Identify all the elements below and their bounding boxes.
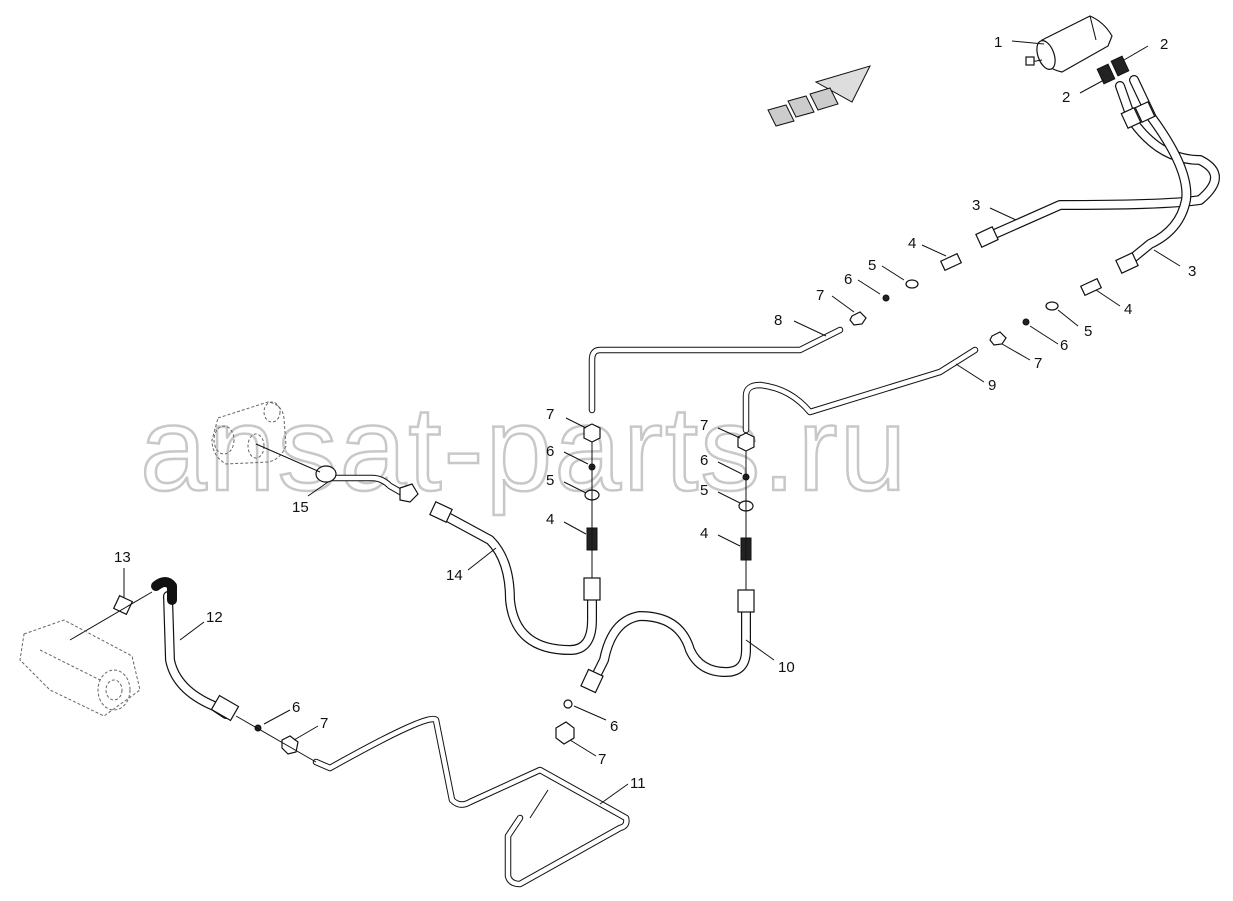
callout-5: 5 (1084, 323, 1092, 340)
actuator-part-1 (1025, 15, 1113, 73)
fitting-stack-center-right (737, 432, 755, 590)
callout-7: 7 (598, 751, 606, 768)
tube-part-8 (588, 326, 844, 414)
callout-7: 7 (320, 715, 328, 732)
callout-labels: 1 2 2 3 3 4 4 4 4 5 5 5 5 6 6 6 6 6 6 7 … (114, 34, 1196, 792)
callout-14: 14 (446, 567, 463, 584)
callout-7: 7 (546, 406, 554, 423)
fitting-stack-lower-center (555, 699, 575, 745)
callout-6: 6 (700, 452, 708, 469)
callout-9: 9 (988, 377, 996, 394)
callout-6: 6 (610, 718, 618, 735)
fitting-part-13 (69, 591, 153, 641)
pump-phantom (19, 619, 141, 717)
callout-3: 3 (972, 197, 980, 214)
callout-3: 3 (1188, 263, 1196, 280)
callout-10: 10 (778, 659, 795, 676)
callout-5: 5 (868, 257, 876, 274)
tube-part-15 (315, 465, 419, 503)
adapter-fitting-part-2 (1096, 55, 1130, 85)
callout-6: 6 (292, 699, 300, 716)
callout-2: 2 (1160, 36, 1168, 53)
callout-5: 5 (700, 482, 708, 499)
valve-body-phantom (211, 401, 321, 473)
callout-6: 6 (844, 271, 852, 288)
callout-4: 4 (700, 525, 708, 542)
fitting-stack-upper-right (989, 277, 1103, 346)
callout-12: 12 (206, 609, 223, 626)
callout-8: 8 (774, 312, 782, 329)
hose-part-12 (151, 577, 240, 722)
callout-6: 6 (546, 443, 554, 460)
fitting-stack-upper-left (849, 252, 963, 326)
hose-part-3-upper (975, 81, 1220, 248)
callout-2: 2 (1062, 89, 1070, 106)
hose-part-14 (429, 501, 601, 655)
hose-part-10 (580, 589, 755, 694)
callout-4: 4 (546, 511, 554, 528)
callout-7: 7 (700, 417, 708, 434)
leader-lines (123, 40, 1181, 819)
fitting-stack-center-left (583, 423, 601, 580)
callout-1: 1 (994, 34, 1002, 51)
callout-4: 4 (1124, 301, 1132, 318)
hose-part-3-lower (1115, 75, 1192, 274)
forward-direction-arrow (767, 65, 871, 127)
tube-part-9 (742, 346, 979, 434)
callout-11: 11 (630, 775, 646, 792)
callout-7: 7 (816, 287, 824, 304)
callout-5: 5 (546, 472, 554, 489)
callout-7: 7 (1034, 355, 1042, 372)
callout-13: 13 (114, 549, 131, 566)
tube-part-11 (312, 715, 630, 888)
fitting-stack-lower-left (235, 715, 317, 763)
watermark-text: ansat-parts.ru (140, 382, 908, 516)
callout-15: 15 (292, 499, 309, 516)
callout-6: 6 (1060, 337, 1068, 354)
callout-4: 4 (908, 235, 916, 252)
